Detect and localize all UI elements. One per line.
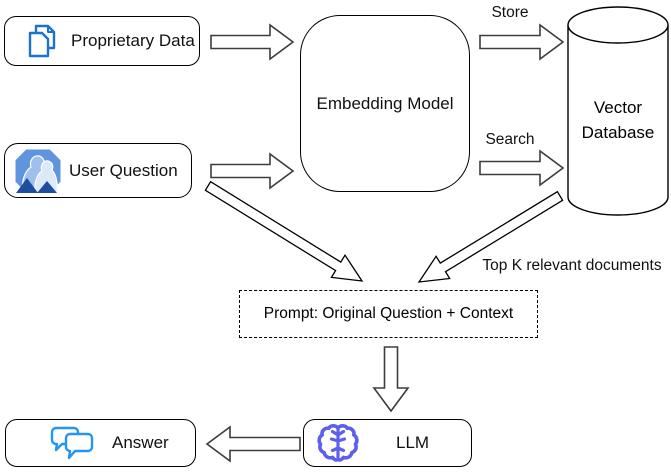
node-label: Prompt: Original Question + Context [263, 305, 514, 322]
node-prompt: Prompt: Original Question + Context [239, 290, 538, 338]
node-embedding-model: Embedding Model [300, 15, 470, 192]
documents-icon [27, 23, 57, 59]
node-proprietary-data: Proprietary Data [4, 16, 200, 66]
arrow-store [479, 23, 565, 61]
vector-database-cylinder [567, 6, 669, 216]
edge-label-topk: Top K relevant documents [482, 257, 662, 274]
node-user-question: User Question [4, 143, 192, 198]
node-label: Answer [112, 433, 169, 452]
node-vector-database-label: Vector Database [581, 98, 655, 142]
arrow-prompt-to-llm [372, 346, 410, 413]
arrow-search [479, 149, 565, 187]
arrow-user-question-to-prompt [204, 180, 364, 282]
node-answer: Answer [5, 419, 196, 467]
arrow-vectordb-to-prompt [417, 190, 564, 283]
brain-icon [316, 422, 360, 464]
edge-label-search: Search [485, 131, 535, 148]
chat-bubbles-icon [50, 426, 96, 460]
arrow-user-question-to-embedding [210, 152, 295, 190]
node-label: User Question [69, 160, 178, 180]
node-llm: LLM [303, 419, 472, 467]
node-label: Proprietary Data [71, 31, 195, 50]
people-icon [13, 147, 63, 195]
node-label: Embedding Model [316, 93, 454, 113]
arrow-llm-to-answer [205, 425, 301, 463]
node-label: LLM [396, 433, 430, 452]
arrow-proprietary-to-embedding [210, 23, 295, 61]
edge-label-store: Store [491, 4, 529, 21]
